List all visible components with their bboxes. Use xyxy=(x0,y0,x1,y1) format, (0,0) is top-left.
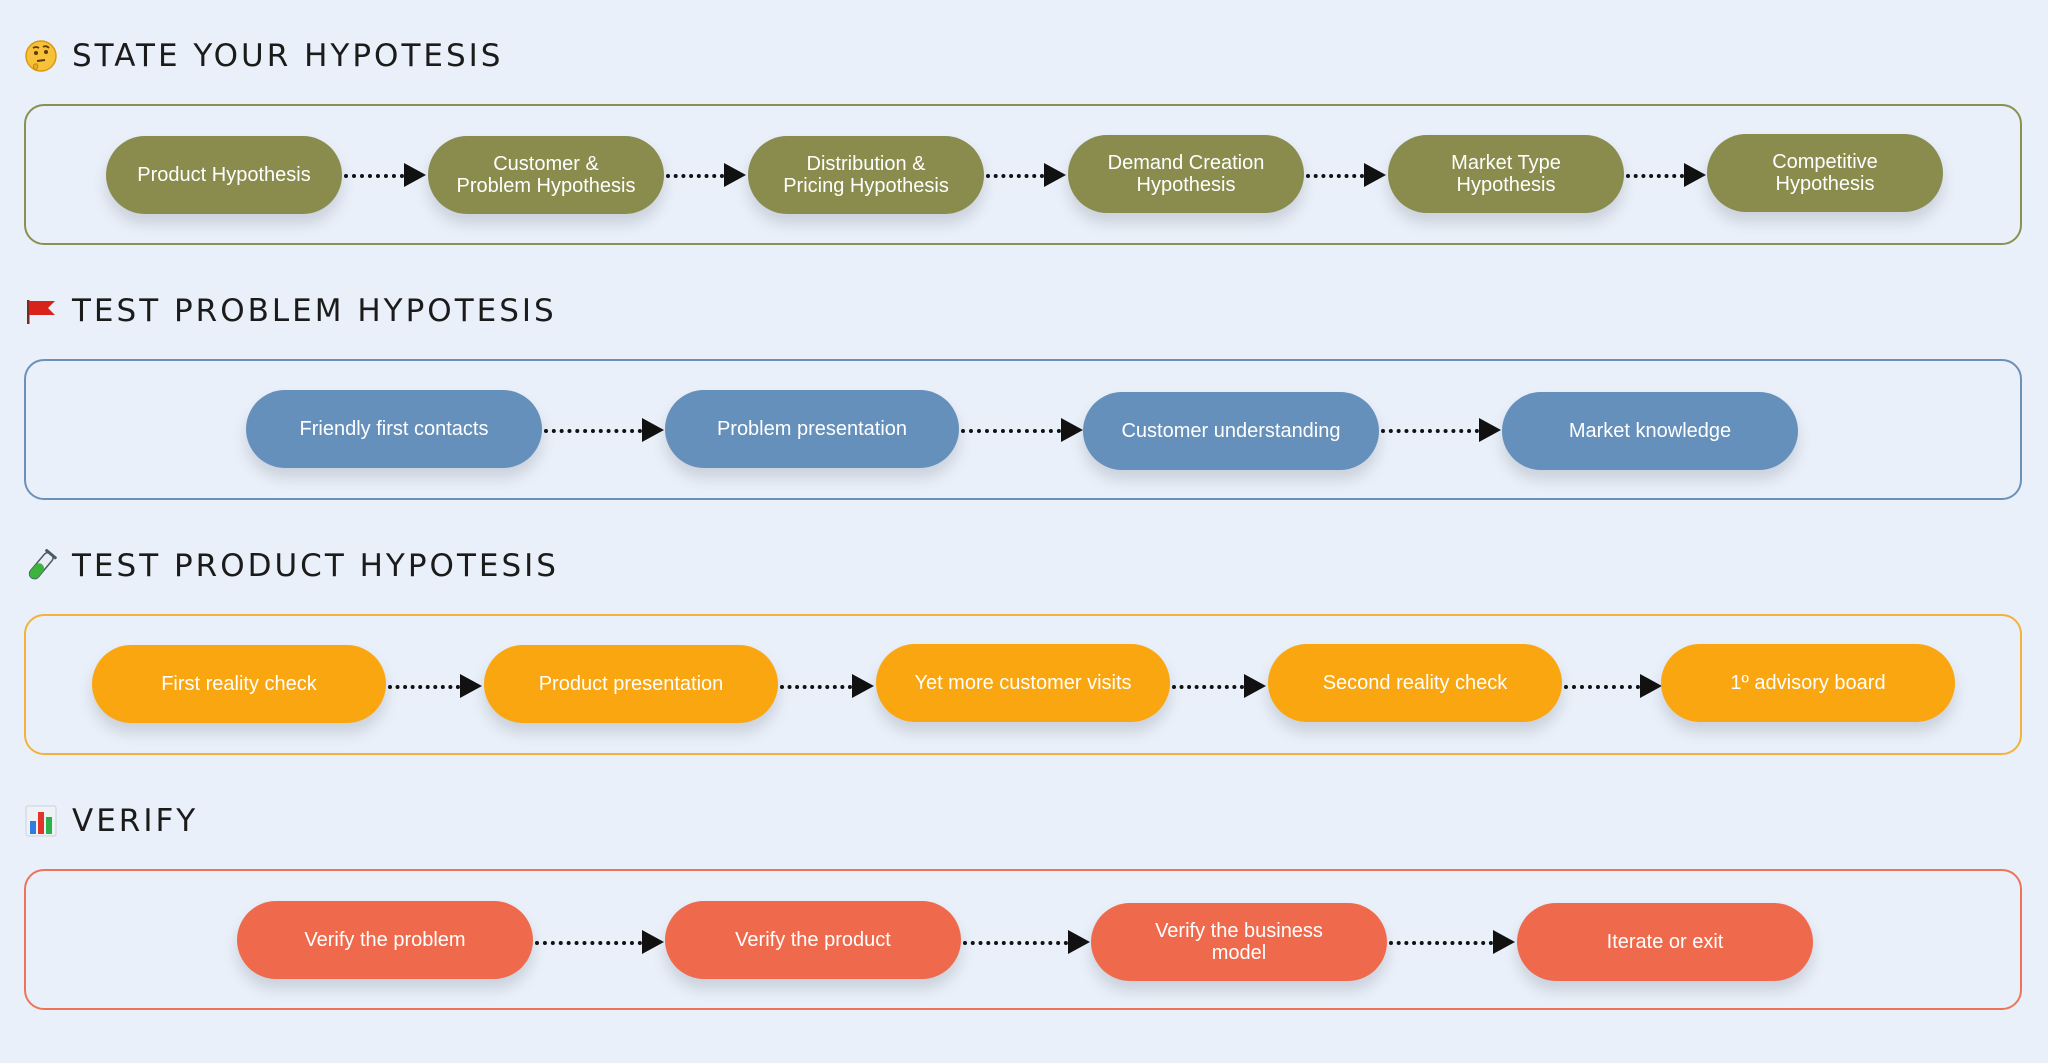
step-verify-the-product[interactable]: Verify the product xyxy=(665,901,961,979)
connector-arrow xyxy=(1626,163,1708,187)
step-verify-the-business-model[interactable]: Verify the business model xyxy=(1091,903,1387,981)
step-customer-understanding[interactable]: Customer understanding xyxy=(1083,392,1379,470)
step-yet-more-customer-visits[interactable]: Yet more customer visits xyxy=(876,644,1170,722)
step-iterate-or-exit[interactable]: Iterate or exit xyxy=(1517,903,1813,981)
step-friendly-first-contacts[interactable]: Friendly first contacts xyxy=(246,390,542,468)
connector-arrow xyxy=(1306,163,1388,187)
connector-arrow xyxy=(961,418,1083,442)
section-title-test-problem: TEST PROBLEM HYPOTESIS xyxy=(24,291,557,331)
step-product-hypothesis[interactable]: Product Hypothesis xyxy=(106,136,342,214)
step-product-presentation[interactable]: Product presentation xyxy=(484,645,778,723)
step-second-reality-check[interactable]: Second reality check xyxy=(1268,644,1562,722)
section-title-text: STATE YOUR HYPOTESIS xyxy=(72,38,504,74)
thinking-face-icon xyxy=(24,39,58,73)
section-title-text: VERIFY xyxy=(72,803,199,839)
section-title-test-product: TEST PRODUCT HYPOTESIS xyxy=(24,546,559,586)
connector-arrow xyxy=(344,163,428,187)
section-title-verify: VERIFY xyxy=(24,801,198,841)
connector-arrow xyxy=(986,163,1068,187)
section-title-text: TEST PRODUCT HYPOTESIS xyxy=(72,548,559,584)
connector-arrow xyxy=(1381,418,1501,442)
step-competitive-hypothesis[interactable]: Competitive Hypothesis xyxy=(1707,134,1943,212)
section-title-text: TEST PROBLEM HYPOTESIS xyxy=(72,293,557,329)
connector-arrow xyxy=(544,418,664,442)
connector-arrow xyxy=(780,674,874,698)
connector-arrow xyxy=(535,930,664,954)
step-verify-the-problem[interactable]: Verify the problem xyxy=(237,901,533,979)
step-market-type-hypothesis[interactable]: Market Type Hypothesis xyxy=(1388,135,1624,213)
section-title-state-hypothesis: STATE YOUR HYPOTESIS xyxy=(24,36,503,76)
connector-arrow xyxy=(666,163,748,187)
connector-arrow xyxy=(1389,930,1515,954)
bar-chart-icon xyxy=(24,804,58,838)
test-tube-icon xyxy=(24,549,58,583)
step-demand-creation-hypothesis[interactable]: Demand Creation Hypothesis xyxy=(1068,135,1304,213)
step-first-reality-check[interactable]: First reality check xyxy=(92,645,386,723)
connector-arrow xyxy=(1172,674,1266,698)
connector-arrow xyxy=(388,674,482,698)
step-customer-problem-hypothesis[interactable]: Customer & Problem Hypothesis xyxy=(428,136,664,214)
step-problem-presentation[interactable]: Problem presentation xyxy=(665,390,959,468)
step-distribution-pricing-hypothesis[interactable]: Distribution & Pricing Hypothesis xyxy=(748,136,984,214)
step-market-knowledge[interactable]: Market knowledge xyxy=(1502,392,1798,470)
connector-arrow xyxy=(963,930,1090,954)
connector-arrow xyxy=(1564,674,1662,698)
step-advisory-board[interactable]: 1º advisory board xyxy=(1661,644,1955,722)
red-flag-icon xyxy=(24,294,58,328)
